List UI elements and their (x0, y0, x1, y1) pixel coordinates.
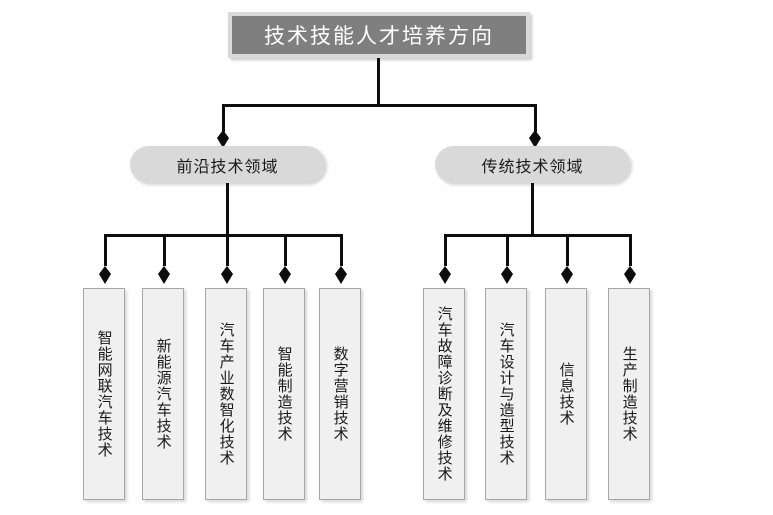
leaf-node-label: 生产制造技术 (620, 346, 639, 442)
category-node-traditional[interactable]: 传统技术领域 (435, 146, 630, 183)
leaf-node-production-manufacturing[interactable]: 生产制造技术 (608, 288, 650, 500)
leaf-node-vehicle-design-styling[interactable]: 汽车设计与造型技术 (485, 288, 527, 500)
leaf-node-label: 汽车故障诊断及维修技术 (435, 306, 454, 482)
leaf-node-label: 新能源汽车技术 (154, 338, 173, 450)
connector-frontier-trunk (226, 183, 229, 235)
connector-frontier-to-leaf-4 (340, 234, 343, 266)
connector-traditional-to-leaf-0 (444, 234, 447, 266)
category-node-traditional-label: 传统技术领域 (481, 156, 584, 176)
leaf-node-information-technology[interactable]: 信息技术 (545, 288, 587, 500)
leaf-node-intelligent-connected-vehicle[interactable]: 智能网联汽车技术 (83, 288, 125, 500)
connector-root-to-cat-0 (222, 104, 225, 132)
connector-frontier-to-leaf-0 (104, 234, 107, 266)
connector-traditional-bus (444, 234, 632, 237)
leaf-node-intelligent-manufacturing[interactable]: 智能制造技术 (263, 288, 305, 500)
connector-root-bus (222, 104, 537, 107)
connector-root-trunk (377, 58, 380, 107)
leaf-node-vehicle-diagnostics-repair[interactable]: 汽车故障诊断及维修技术 (423, 288, 465, 500)
connector-traditional-to-leaf-3 (629, 234, 632, 266)
connector-frontier-bus (104, 234, 343, 237)
category-node-frontier-label: 前沿技术领域 (176, 156, 279, 176)
leaf-node-label: 信息技术 (557, 362, 576, 426)
root-node[interactable]: 技术技能人才培养方向 (228, 12, 530, 58)
root-node-label: 技术技能人才培养方向 (264, 24, 494, 48)
leaf-node-label: 智能制造技术 (275, 346, 294, 442)
connector-root-to-cat-1 (534, 104, 537, 132)
connector-traditional-trunk (531, 183, 534, 235)
connector-frontier-to-leaf-2 (226, 234, 229, 266)
leaf-node-label: 数字营销技术 (331, 346, 350, 442)
leaf-node-label: 汽车设计与造型技术 (497, 322, 516, 466)
connector-traditional-to-leaf-2 (566, 234, 569, 266)
connector-frontier-to-leaf-3 (284, 234, 287, 266)
leaf-node-new-energy-vehicle[interactable]: 新能源汽车技术 (142, 288, 184, 500)
category-node-frontier[interactable]: 前沿技术领域 (130, 146, 325, 183)
leaf-node-digital-marketing[interactable]: 数字营销技术 (319, 288, 361, 500)
connector-traditional-to-leaf-1 (506, 234, 509, 266)
leaf-node-automotive-digital-intelligence[interactable]: 汽车产业数智化技术 (205, 288, 247, 500)
connector-frontier-to-leaf-1 (163, 234, 166, 266)
leaf-node-label: 汽车产业数智化技术 (217, 322, 236, 466)
leaf-node-label: 智能网联汽车技术 (95, 330, 114, 458)
